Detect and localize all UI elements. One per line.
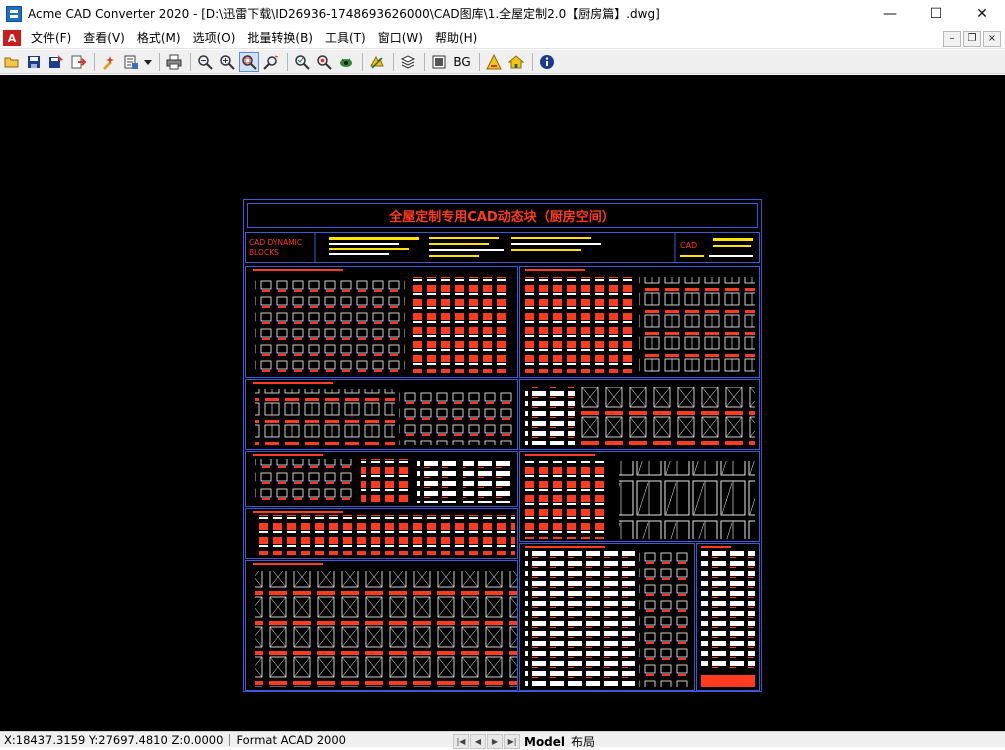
toolbar-separator (94, 52, 95, 71)
menu-file[interactable]: 文件(F) (31, 30, 72, 45)
maximize-button[interactable]: ☐ (929, 5, 943, 22)
drawing-canvas[interactable]: 全屋定制专用CAD动态块（厨房空间） CAD DYNAMIC BLOCKS CA… (0, 75, 1005, 731)
window-title: Acme CAD Converter 2020 - [D:\迅雷下载\ID269… (28, 7, 660, 21)
menu-view[interactable]: 查看(V) (83, 30, 125, 45)
toolbar-separator (532, 52, 533, 71)
file-format: Format ACAD 2000 (236, 732, 346, 747)
open-icon[interactable] (2, 52, 22, 72)
zoom-out-icon[interactable] (195, 52, 215, 72)
zoom-previous-icon[interactable] (292, 52, 312, 72)
logo-text-line2: BLOCKS (249, 248, 279, 257)
layout-tab-nav: |◀ ◀ ▶ ▶| Model 布局 (453, 733, 598, 750)
window-controls: — ☐ ✕ (867, 0, 1005, 27)
print-setup-icon[interactable] (121, 52, 141, 72)
menu-help[interactable]: 帮助(H) (434, 30, 478, 45)
save-as-icon[interactable] (46, 52, 66, 72)
tab-layout[interactable]: 布局 (571, 735, 596, 749)
title-bar: Acme CAD Converter 2020 - [D:\迅雷下载\ID269… (0, 0, 1005, 27)
toolbar: BG (0, 50, 1005, 74)
cad-drawing: 全屋定制专用CAD动态块（厨房空间） CAD DYNAMIC BLOCKS CA… (243, 199, 762, 692)
dropdown-icon[interactable] (143, 52, 153, 72)
watermark-icon[interactable] (484, 52, 504, 72)
fullscreen-icon[interactable] (429, 52, 449, 72)
zoom-realtime-icon[interactable] (314, 52, 334, 72)
menu-format[interactable]: 格式(M) (136, 30, 181, 45)
mdi-minimize-button[interactable]: – (943, 30, 961, 47)
status-separator (229, 733, 231, 746)
zoom-window-icon[interactable] (239, 51, 259, 72)
toolbar-separator (424, 52, 425, 71)
mdi-controls: – ❐ × (941, 28, 1001, 49)
drawing-title: 全屋定制专用CAD动态块（厨房空间） (388, 209, 614, 225)
minimize-button[interactable]: — (883, 5, 897, 22)
tab-model[interactable]: Model (524, 734, 566, 749)
layer-icon[interactable] (367, 52, 387, 72)
layers-manager-icon[interactable] (398, 52, 418, 72)
toolbar-separator (362, 52, 363, 71)
right-logo-text: CAD (680, 241, 697, 250)
info-icon[interactable] (537, 52, 557, 72)
app-icon[interactable] (6, 5, 22, 22)
mdi-close-button[interactable]: × (983, 30, 1001, 47)
menu-window[interactable]: 窗口(W) (377, 30, 423, 45)
toolbar-separator (393, 52, 394, 71)
toolbar-separator (190, 52, 191, 71)
menu-tools[interactable]: 工具(T) (325, 30, 366, 45)
menu-bar: A 文件(F) 查看(V) 格式(M) 选项(O) 批量转换(B) 工具(T) … (0, 28, 1005, 49)
export-icon[interactable] (68, 52, 88, 72)
batch-convert-icon[interactable] (99, 52, 119, 72)
save-icon[interactable] (24, 52, 44, 72)
close-button[interactable]: ✕ (976, 5, 988, 22)
document-icon[interactable]: A (3, 30, 21, 46)
home-icon[interactable] (506, 52, 526, 72)
toolbar-separator (479, 52, 480, 71)
toolbar-separator (287, 52, 288, 71)
bg-color-button[interactable]: BG (453, 54, 471, 69)
zoom-in-icon[interactable] (217, 52, 237, 72)
logo-text-line1: CAD DYNAMIC (249, 238, 302, 247)
next-tab-icon[interactable]: ▶ (487, 734, 503, 749)
pan-icon[interactable] (336, 52, 356, 72)
mdi-restore-button[interactable]: ❐ (963, 30, 981, 47)
zoom-extents-icon[interactable] (261, 52, 281, 72)
print-icon[interactable] (164, 52, 184, 72)
status-bar: X:18437.3159 Y:27697.4810 Z:0.0000 Forma… (0, 731, 1005, 750)
toolbar-separator (159, 52, 160, 71)
coordinate-readout: X:18437.3159 Y:27697.4810 Z:0.0000 (4, 732, 224, 747)
menu-batch-convert[interactable]: 批量转换(B) (247, 30, 313, 45)
menu-options[interactable]: 选项(O) (192, 30, 236, 45)
